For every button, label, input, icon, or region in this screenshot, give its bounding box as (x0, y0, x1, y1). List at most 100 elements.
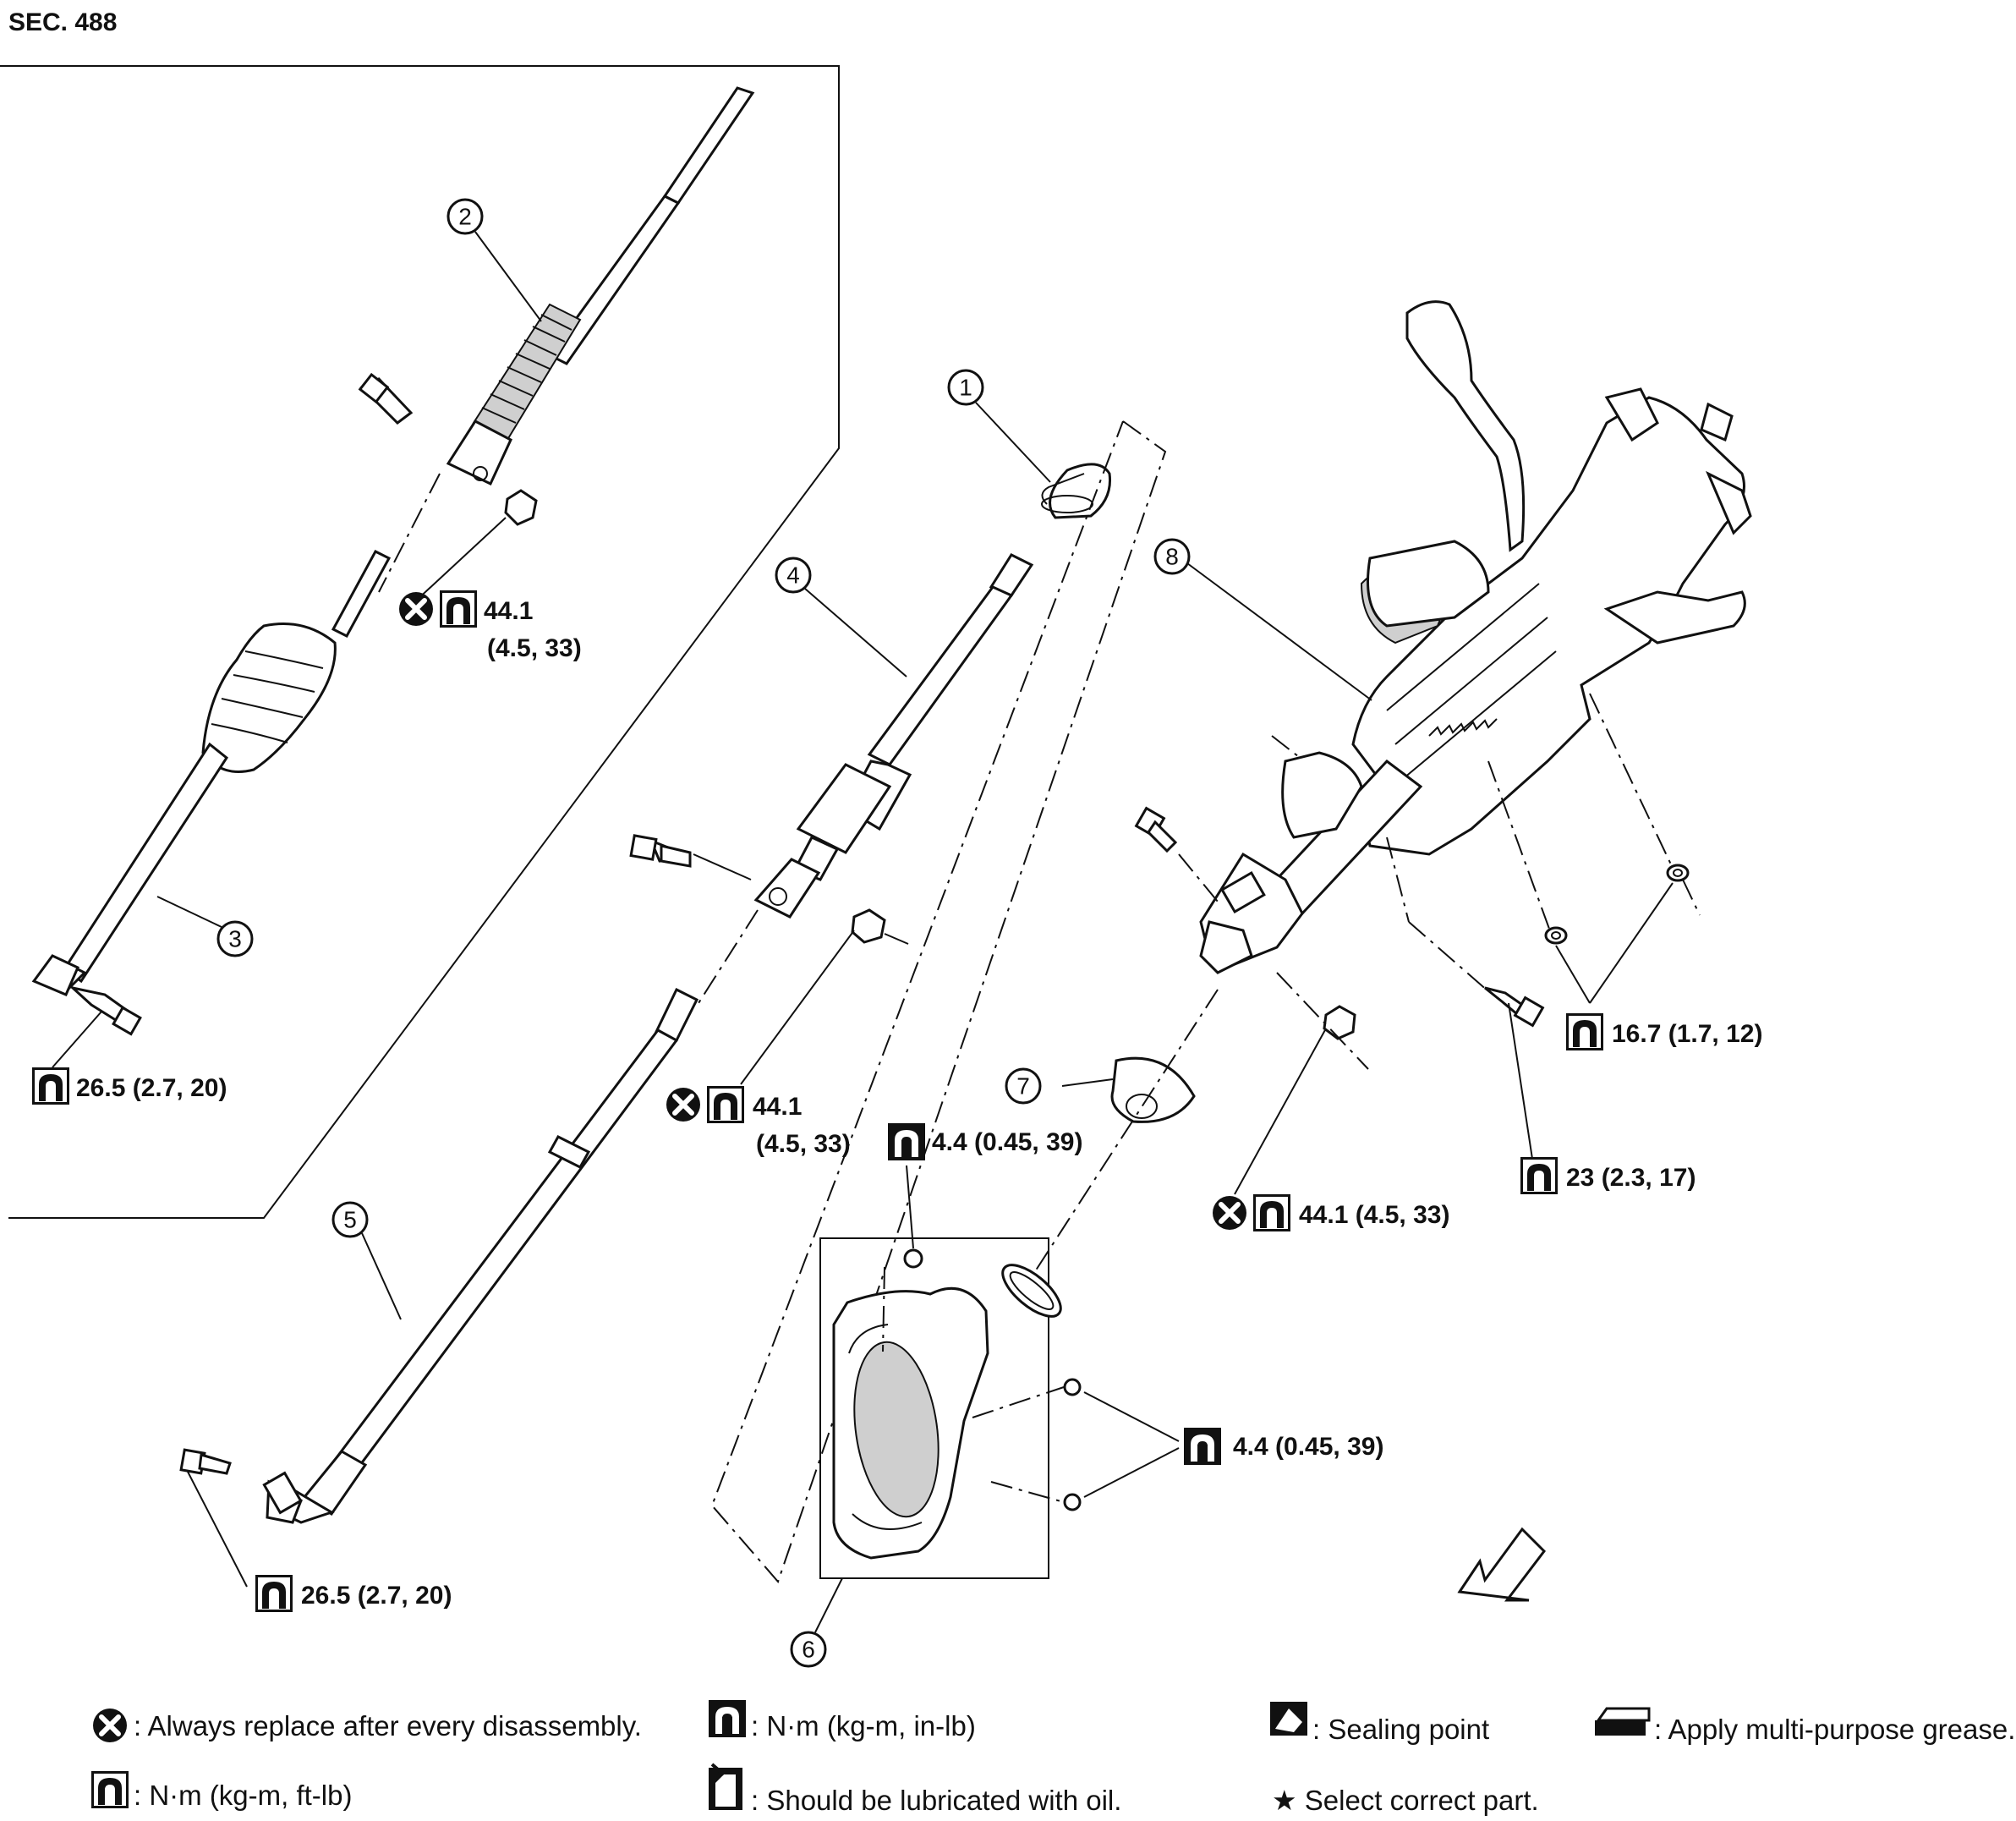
torque-ftlb-icon (440, 590, 477, 628)
torque-label-23: 23 (2.3, 17) (1520, 1157, 1696, 1194)
dash-8d (1386, 836, 1410, 923)
svg-text:16.7 (1.7, 12): 16.7 (1.7, 12) (1612, 1020, 1762, 1048)
torque-inlb-icon (709, 1700, 746, 1737)
leader-nut-torque (414, 517, 507, 603)
leader-bolt-26 (52, 1011, 102, 1068)
section-title: SEC. 488 (8, 8, 117, 36)
legend-grease: : Apply multi-purpose grease. (1595, 1707, 2015, 1745)
leader-2 (474, 231, 542, 322)
svg-text:26.5 (2.7, 20): 26.5 (2.7, 20) (301, 1582, 452, 1610)
svg-text:3: 3 (228, 926, 242, 952)
svg-text:(4.5, 33): (4.5, 33) (487, 634, 582, 662)
svg-text:7: 7 (1016, 1073, 1030, 1100)
torque-ftlb-icon (255, 1575, 293, 1612)
torque-ftlb-icon (1566, 1013, 1603, 1050)
dash-8a (1271, 735, 1303, 760)
callout-2: 2 (446, 198, 484, 235)
svg-text:: Should be lubricated with oi: : Should be lubricated with oil. (751, 1785, 1121, 1816)
svg-text:: Sealing point: : Sealing point (1312, 1714, 1489, 1745)
replace-x-icon (666, 1088, 700, 1122)
leader-6-nut-b (1083, 1447, 1180, 1498)
part-6-hole-cover (832, 1248, 1082, 1560)
torque-ftlb-icon (91, 1771, 129, 1808)
callout-3: 3 (216, 920, 254, 957)
torque-label-16-7: 16.7 (1.7, 12) (1566, 1013, 1762, 1050)
leader-bolt-26b (187, 1471, 248, 1588)
torque-label-44-mid: 44.1 (4.5, 33) (666, 1086, 851, 1158)
leader-washer-b (1589, 882, 1674, 1004)
svg-text:4.4 (0.45, 39): 4.4 (0.45, 39) (1233, 1433, 1383, 1461)
dash-8f (1487, 760, 1550, 930)
leader-2-3 (378, 473, 441, 593)
leader-3 (156, 896, 222, 928)
leader-6-nut-a (1083, 1391, 1180, 1442)
torque-ftlb-icon (707, 1086, 744, 1123)
callout-6: 6 (790, 1631, 827, 1668)
svg-text:1: 1 (959, 375, 972, 401)
legend-oil: : Should be lubricated with oil. (709, 1763, 1121, 1816)
svg-text:: Apply multi-purpose grease.: : Apply multi-purpose grease. (1654, 1714, 2015, 1745)
svg-text:5: 5 (343, 1207, 357, 1233)
torque-label-4-4-a: 4.4 (0.45, 39) (888, 1123, 1082, 1160)
callout-4: 4 (775, 557, 812, 594)
leader-1 (975, 402, 1051, 483)
torque-label-4-4-b: 4.4 (0.45, 39) (1184, 1428, 1383, 1465)
leader-5 (361, 1232, 402, 1320)
part-3-lower-shaft (31, 550, 392, 1036)
dash-6a (882, 1266, 885, 1352)
svg-text:4.4 (0.45, 39): 4.4 (0.45, 39) (932, 1128, 1082, 1156)
legend: : Always replace after every disassembly… (91, 1700, 2015, 1816)
torque-label-26-left: 26.5 (2.7, 20) (32, 1067, 227, 1105)
replace-x-icon (93, 1709, 127, 1742)
group-frame (0, 65, 840, 1219)
oil-can-icon (709, 1763, 742, 1810)
dash-6b (972, 1386, 1065, 1418)
svg-text:44.1 (4.5, 33): 44.1 (4.5, 33) (1299, 1201, 1449, 1229)
sealing-point-icon (1270, 1702, 1307, 1736)
dash-8g (1589, 693, 1672, 865)
torque-label-44-right: 44.1 (4.5, 33) (1213, 1194, 1449, 1231)
callout-1: 1 (947, 369, 984, 406)
leader-bolt-4 (693, 853, 752, 880)
grease-icon (1595, 1707, 1651, 1736)
svg-text:4: 4 (786, 562, 800, 589)
leader-nut-4 (884, 933, 909, 945)
torque-ftlb-icon (1520, 1157, 1558, 1194)
leader-washer-a (1555, 945, 1591, 1004)
part-1-clip (1041, 463, 1112, 519)
dash-6c (990, 1481, 1065, 1503)
part-6-frame (819, 1237, 1049, 1579)
part-5-shaft (179, 987, 699, 1524)
part-8-column-assembly (1134, 300, 1752, 1040)
dash-8h (1682, 879, 1701, 916)
callout-7: 7 (1005, 1067, 1042, 1105)
svg-text:2: 2 (458, 204, 472, 230)
seal-dash (1021, 989, 1219, 1293)
svg-text:: Always replace after every d: : Always replace after every disassembly… (134, 1710, 642, 1741)
leader-bolt-23 (1508, 1002, 1533, 1160)
torque-label-44-top-left: 44.1 (4.5, 33) (399, 590, 582, 662)
front-arrow-icon (1457, 1527, 1546, 1602)
svg-text:8: 8 (1165, 544, 1179, 570)
leader-6-bolt (906, 1165, 914, 1249)
svg-text:44.1: 44.1 (484, 597, 533, 625)
leader-4-5 (698, 909, 759, 1004)
leader-nut-44-right (1234, 1028, 1327, 1195)
callout-5: 5 (331, 1201, 369, 1238)
replace-x-icon (399, 592, 433, 626)
svg-text:44.1: 44.1 (753, 1093, 802, 1121)
svg-text:6: 6 (802, 1637, 815, 1663)
replace-x-icon (1213, 1196, 1246, 1230)
svg-text:(4.5, 33): (4.5, 33) (756, 1130, 851, 1158)
dash-8e (1408, 921, 1489, 992)
part-4-shaft (629, 553, 1034, 944)
torque-inlb-icon (888, 1123, 925, 1160)
leader-7 (1061, 1078, 1114, 1087)
svg-text:★ Select correct part.: ★ Select correct part. (1272, 1785, 1539, 1816)
legend-nm-inlb: : N·m (kg-m, in-lb) (709, 1700, 976, 1741)
leader-4 (804, 588, 907, 677)
leader-6 (814, 1577, 843, 1633)
svg-text:26.5 (2.7, 20): 26.5 (2.7, 20) (76, 1074, 227, 1102)
legend-replace: : Always replace after every disassembly… (93, 1709, 642, 1742)
